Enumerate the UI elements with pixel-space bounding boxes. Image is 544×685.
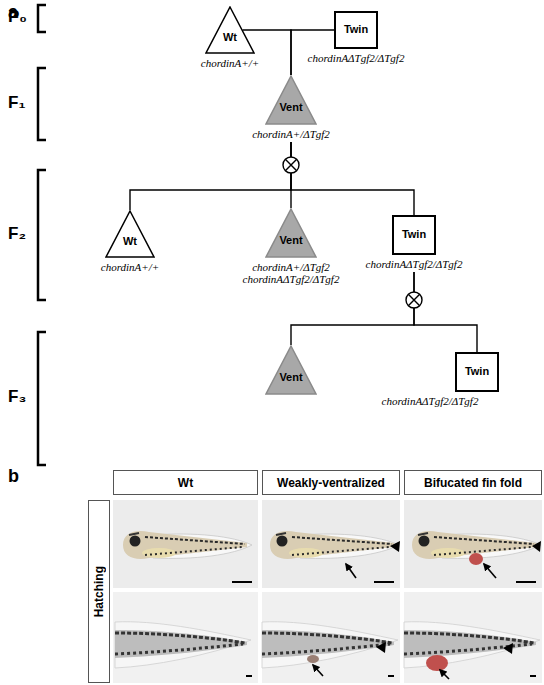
triangle-outline (265, 208, 317, 258)
triangle-shape (266, 346, 316, 394)
pedigree-line (414, 272, 477, 352)
genotype-label: chordinAΔTgf2/ΔTgf2 (366, 258, 463, 270)
phenotype-label: Wt (205, 31, 255, 43)
triangle-outline (105, 210, 155, 258)
phenotype-label: Vent (265, 234, 317, 246)
generation-label: F₃ (8, 387, 26, 407)
genotype-label: chordinA+/ΔTgf2 chordinAΔTgf2/ΔTgf2 (231, 261, 351, 285)
triangle-outline (205, 6, 255, 54)
column-header: Weakly-ventralized (277, 476, 385, 490)
header-box: Hatching (88, 500, 110, 683)
generation-label: F₁ (8, 93, 25, 113)
phenotype-label: Twin (392, 228, 436, 240)
pedigree-triangle: VentchordinA+/ΔTgf2 chordinAΔTgf2/ΔTgf2 (265, 208, 317, 258)
triangle-shape (266, 76, 316, 124)
square-shape (335, 12, 377, 48)
tail-closeup (115, 622, 540, 671)
genotype-label: chordinA+/+ (101, 261, 159, 273)
square-shape (456, 353, 498, 391)
header-box: Weakly-ventralized (262, 470, 400, 495)
generation-bracket (38, 5, 46, 465)
column-header: Wt (178, 476, 193, 490)
genotype-label: chordinA+/+ (201, 57, 259, 69)
triangle-outline (265, 345, 317, 395)
scale-bar (232, 582, 536, 676)
pedigree-line (130, 142, 291, 210)
genotype-label: chordinA+/ΔTgf2 (252, 128, 330, 140)
genotype-label: chordinAΔTgf2/ΔTgf2 (382, 395, 479, 407)
triangle-shape (206, 7, 254, 53)
column-header: Bifucated fin fold (424, 476, 522, 490)
triangle-shape (266, 209, 316, 257)
arrowhead-marker (376, 541, 541, 654)
phenotype-label: Wt (105, 235, 155, 247)
phenotype-label: Vent (265, 371, 317, 383)
header-box: Wt (113, 470, 258, 495)
photo-panel (113, 500, 542, 683)
panel-letter: b (8, 466, 19, 487)
phenotype-label: Vent (265, 101, 317, 113)
pedigree-triangle: WtchordinA+/+ (205, 6, 255, 54)
pedigree-square: TwinchordinAΔTgf2/ΔTgf2 (392, 215, 436, 255)
genotype-label: chordinAΔTgf2/ΔTgf2 (308, 52, 405, 64)
indicator-arrow (313, 564, 496, 679)
pedigree-triangle: WtchordinA+/+ (105, 210, 155, 258)
larva-image (123, 531, 541, 565)
pedigree-triangle: VentchordinA+/ΔTgf2 (265, 75, 317, 125)
stage-label: Hatching (92, 566, 106, 617)
triangle-outline (265, 75, 317, 125)
pedigree-triangle: Vent (265, 345, 317, 395)
square-shape (393, 216, 435, 254)
phenotype-label: Twin (334, 23, 378, 35)
header-box: Bifucated fin fold (404, 470, 542, 495)
pedigree-square: TwinchordinAΔTgf2/ΔTgf2 (334, 11, 378, 49)
phenotype-label: Twin (455, 365, 499, 377)
pedigree-square: TwinchordinAΔTgf2/ΔTgf2 (455, 352, 499, 392)
generation-label: F₂ (8, 224, 26, 244)
pedigree-line (291, 142, 414, 215)
generation-label: P₀ (8, 7, 27, 27)
triangle-shape (106, 211, 154, 257)
